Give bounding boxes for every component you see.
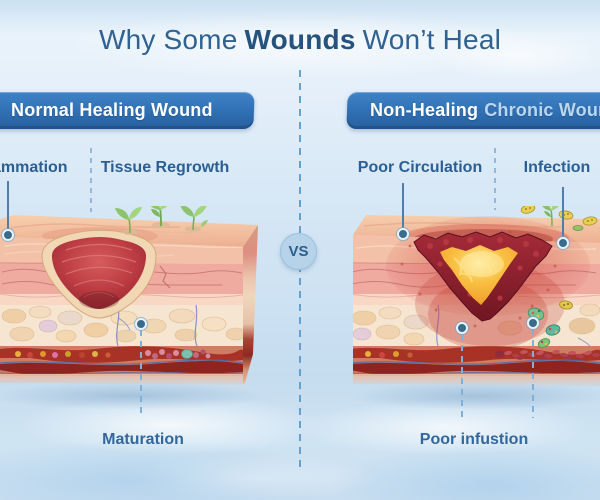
bacteria-icon [527, 300, 573, 348]
leader-dot-poor-infusion-1 [456, 322, 468, 334]
title-prefix: Why Some [98, 24, 238, 55]
leader-line-infection [562, 187, 564, 240]
sprout-icon [180, 206, 208, 232]
bottom-label-poor-infusion: Poor infustion [419, 431, 529, 448]
pus-icon [440, 245, 518, 305]
stage-label-tissue-regrowth: Tissue Regrowth [100, 159, 230, 176]
wound-crater [41, 229, 157, 319]
background-cloud [120, 455, 380, 500]
leader-line-maturation [140, 330, 142, 418]
leader-line-poor-infusion-2 [532, 329, 534, 418]
vs-label: VS [288, 243, 309, 260]
stage-divider-left [90, 148, 92, 212]
stage-label-inflammation: Inflammation [0, 159, 68, 176]
vs-circle-badge: VS [280, 233, 317, 270]
stage-label-poor-circulation: Poor Circulation [357, 159, 483, 176]
bottom-label-maturation: Maturation [102, 431, 184, 448]
wound-edge-granulation [427, 237, 539, 301]
leader-line-poor-circulation [402, 183, 404, 231]
thrombus-clot [495, 349, 600, 360]
leader-line-inflammation [7, 181, 9, 233]
leader-dot-infection [557, 237, 569, 249]
sprout-icon [542, 206, 560, 227]
right-header-emphasis: Non-Healing [369, 100, 478, 120]
side-face [243, 225, 258, 384]
leader-dot-poor-infusion-2 [527, 317, 539, 329]
thrombus-clot [145, 349, 211, 359]
fat-layer [0, 304, 243, 347]
sprout-icon [150, 206, 170, 228]
right-header-rest: Chronic Wound [483, 100, 600, 120]
bottom-fade [0, 374, 243, 385]
left-panel-header-banner: Normal Healing Wound [0, 92, 255, 129]
sprout-icon [115, 207, 142, 235]
leader-dot-inflammation [2, 229, 14, 241]
bottom-fade [353, 374, 600, 386]
stage-divider-right [494, 148, 496, 210]
leader-dot-poor-circulation [397, 228, 409, 240]
stage-label-infection: Infection [523, 159, 591, 176]
leader-line-poor-infusion-1 [461, 334, 463, 418]
left-skin-illustration [0, 206, 258, 385]
background-shading [0, 440, 340, 500]
title-suffix: Won’t Heal [362, 24, 502, 55]
title-emphasis: Wounds [244, 24, 356, 55]
blood-vessel-layer [0, 346, 243, 376]
leader-dot-maturation [135, 318, 147, 330]
left-panel-header-label: Normal Healing Wound [11, 100, 213, 120]
center-divider-line [299, 70, 301, 470]
blood-vessel-layer [353, 346, 600, 376]
background-shading [330, 445, 600, 500]
